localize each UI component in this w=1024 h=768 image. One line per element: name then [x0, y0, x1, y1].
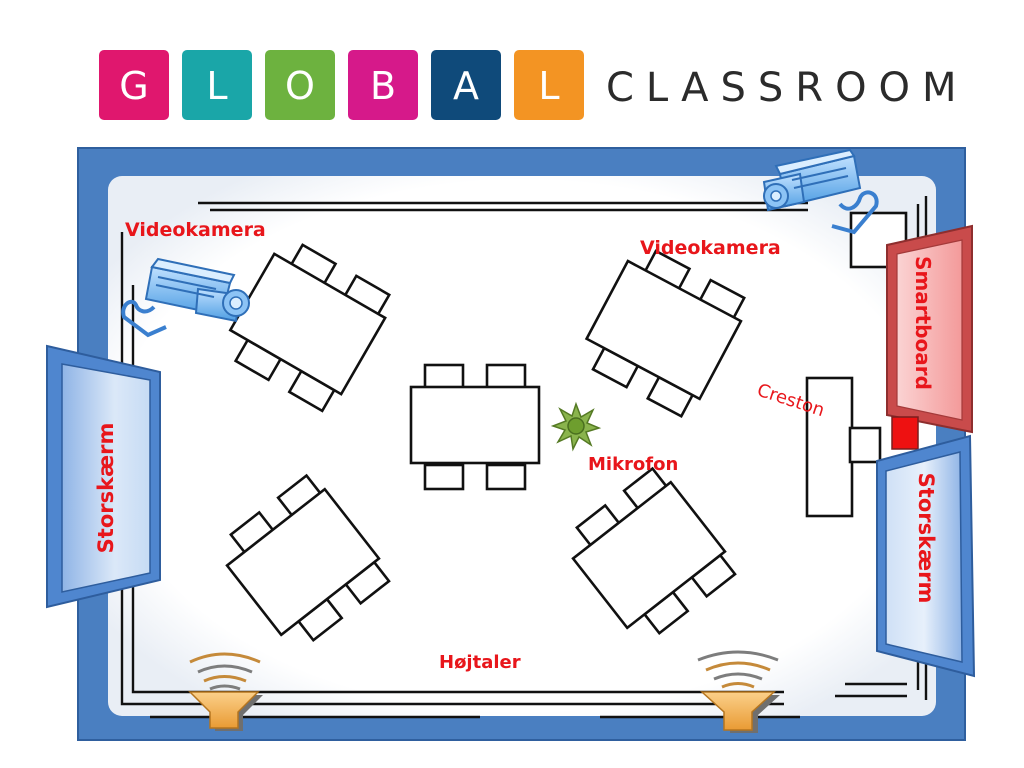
logo-tile: O: [265, 50, 335, 120]
logo-tile: L: [514, 50, 584, 120]
screen-left-label: Storskærm: [94, 423, 118, 554]
logo-word: CLASSROOM: [606, 65, 969, 111]
logo-letter: L: [538, 64, 559, 108]
speaker-label: Højtaler: [439, 652, 521, 673]
smartboard-label: Smartboard: [911, 256, 935, 390]
video-camera-icon: [121, 257, 250, 338]
logo-letter: A: [453, 64, 479, 108]
microphone-icon: [550, 401, 602, 452]
table-group-upper-right: [584, 249, 746, 419]
screen-right: Storskærm: [876, 434, 976, 678]
speaker-icon: [697, 650, 780, 733]
logo-tile: B: [348, 50, 418, 120]
table: [571, 480, 727, 630]
table: [584, 259, 743, 401]
table: [228, 252, 387, 396]
table-group-lower-left: [225, 473, 391, 643]
microphone-label: Mikrofon: [588, 454, 678, 475]
logo-letter: L: [206, 64, 227, 108]
logo-tile: L: [182, 50, 252, 120]
table-group-center: [409, 363, 541, 491]
screen-right-label: Storskærm: [914, 473, 938, 604]
camera-left-label: Videokamera: [125, 219, 266, 241]
speaker-icon: [188, 652, 263, 731]
logo-tile: G: [99, 50, 169, 120]
logo-letter: B: [370, 64, 396, 108]
logo-tile: A: [431, 50, 501, 120]
table: [409, 385, 541, 465]
smartboard: Smartboard: [886, 224, 973, 434]
video-camera-icon: [762, 148, 879, 235]
table-group-lower-right: [571, 466, 737, 636]
logo-letter: O: [285, 64, 315, 108]
camera-right-label: Videokamera: [640, 237, 781, 259]
screen-left: Storskærm: [46, 344, 161, 609]
logo-letter: G: [119, 64, 148, 108]
creston-desk: [805, 211, 908, 518]
logo: G L O B A L CLASSROOM: [99, 50, 969, 120]
table-group-upper-left: [228, 243, 392, 413]
table: [225, 487, 381, 637]
creston-control-panel: [891, 416, 919, 450]
